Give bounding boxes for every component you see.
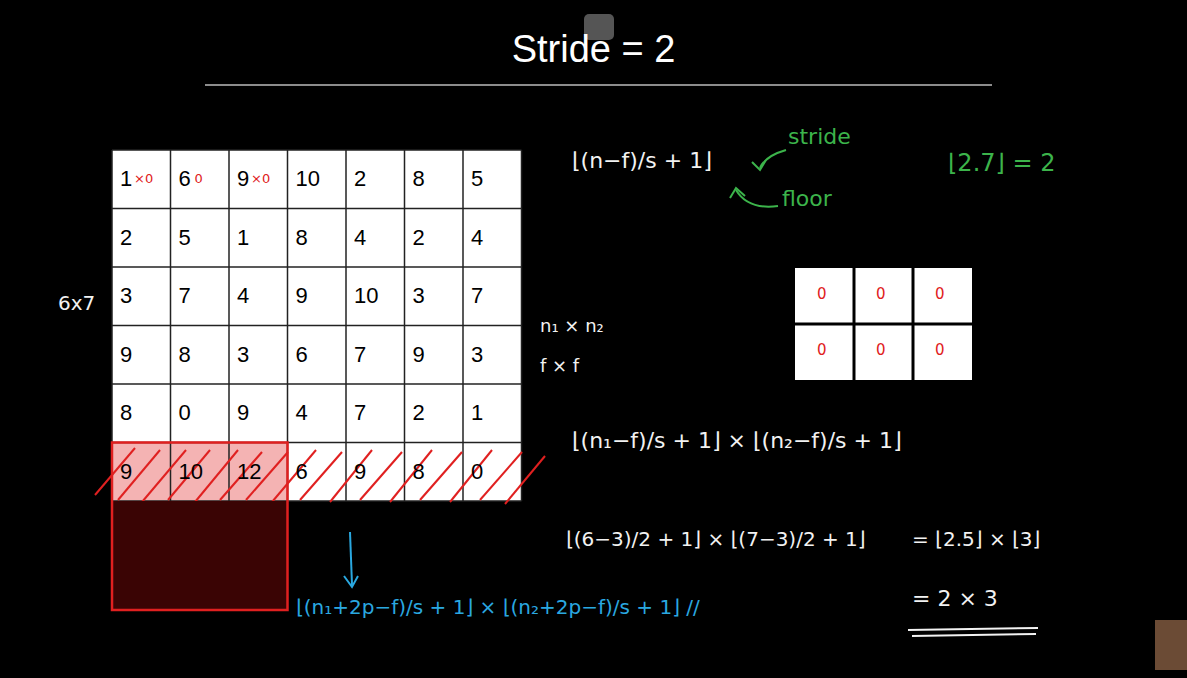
red-mark: 0	[195, 172, 203, 187]
hatching	[95, 448, 545, 504]
annotation: f × f	[540, 356, 579, 377]
grid-cell-value: 3	[120, 283, 132, 308]
grid-cell-value: 9	[354, 459, 366, 484]
presenter-thumbnail	[1155, 620, 1187, 670]
grid-cell-value: 0	[179, 400, 191, 425]
grid-cell-value: 10	[179, 459, 203, 484]
grid-cell-value: 4	[471, 225, 483, 250]
grid-lines	[112, 150, 522, 501]
input-grid	[112, 150, 522, 501]
annotation: floor	[782, 186, 832, 211]
annotation: ⌊2.7⌋ = 2	[948, 150, 1056, 178]
slide-title: Stride = 2	[0, 28, 1187, 71]
output-cell-mark: 0	[817, 286, 827, 303]
grid-cell-value: 7	[354, 342, 366, 367]
grid-cell-value: 8	[413, 459, 425, 484]
grid-cell-value: 8	[296, 225, 308, 250]
pointer-head	[344, 576, 358, 587]
grid-cell-value: 6	[179, 166, 191, 191]
output-cell-mark: 0	[935, 286, 945, 303]
grid-cell-value: 8	[413, 166, 425, 191]
output-cell-mark: 0	[876, 342, 886, 359]
red-mark: ×0	[134, 172, 153, 187]
grid-cell-value: 4	[354, 225, 366, 250]
formula: ⌊(6−3)/2 + 1⌋ × ⌊(7−3)/2 + 1⌋	[566, 528, 866, 551]
grid-cell-value: 10	[296, 166, 320, 191]
grid-cell-value: 9	[120, 459, 132, 484]
grid-cell-value: 5	[471, 166, 483, 191]
output-cell-mark: 0	[935, 342, 945, 359]
output-grid-lines	[795, 268, 972, 380]
formula: ⌊(n−f)/s + 1⌋	[572, 148, 712, 173]
formula: ⌊(n₁−f)/s + 1⌋ × ⌊(n₂−f)/s + 1⌋	[572, 428, 902, 453]
grid-cell-value: 7	[354, 400, 366, 425]
grid-cell-value: 9	[120, 342, 132, 367]
grid-cell-value: 6	[296, 459, 308, 484]
formula: ⌊(n₁+2p−f)/s + 1⌋ × ⌊(n₂+2p−f)/s + 1⌋ //	[296, 596, 700, 619]
grid-cell-value: 10	[354, 283, 378, 308]
grid-cell-value: 3	[237, 342, 249, 367]
grid-cell-value: 9	[237, 166, 249, 191]
grid-cell-value: 1	[471, 400, 483, 425]
grid-cell-value: 7	[179, 283, 191, 308]
underline	[912, 634, 1036, 636]
red-mark: ×0	[251, 172, 270, 187]
pointer-head	[752, 160, 766, 170]
formula: = 2 × 3	[912, 586, 998, 611]
grid-cell-value: 8	[179, 342, 191, 367]
formula: = ⌊2.5⌋ × ⌊3⌋	[912, 528, 1040, 551]
grid-cell-value: 4	[296, 400, 308, 425]
grid-cell-value: 2	[413, 400, 425, 425]
output-cell-mark: 0	[876, 286, 886, 303]
grid-cell-value: 2	[120, 225, 132, 250]
grid-cell-value: 5	[179, 225, 191, 250]
grid-cell-value: 0	[471, 459, 483, 484]
annotation: stride	[788, 124, 851, 149]
underline	[908, 628, 1038, 630]
output-cell-mark: 0	[817, 342, 827, 359]
grid-cell-value: 12	[237, 459, 261, 484]
title-rule	[205, 84, 992, 86]
grid-cell-value: 3	[471, 342, 483, 367]
output-grid	[795, 268, 972, 380]
grid-cell-value: 1	[120, 166, 132, 191]
grid-cell-value: 9	[296, 283, 308, 308]
grid-cell-value: 2	[354, 166, 366, 191]
annotation: n₁ × n₂	[540, 316, 604, 337]
grid-cell-value: 2	[413, 225, 425, 250]
grid-cell-value: 8	[120, 400, 132, 425]
filter-window	[112, 443, 288, 611]
grid-cell-value: 6	[296, 342, 308, 367]
filter-window-fill	[112, 443, 288, 502]
grid-cell-value: 4	[237, 283, 249, 308]
grid-cell-value: 9	[413, 342, 425, 367]
padding-region	[112, 501, 288, 610]
dimension-note: 6x7	[58, 292, 95, 315]
grid-cell-value: 3	[413, 283, 425, 308]
pointer-padding	[350, 532, 352, 585]
grid-cell-value: 1	[237, 225, 249, 250]
grid-cell-value: 7	[471, 283, 483, 308]
grid-cell-value: 9	[237, 400, 249, 425]
pointer-head	[730, 188, 745, 198]
